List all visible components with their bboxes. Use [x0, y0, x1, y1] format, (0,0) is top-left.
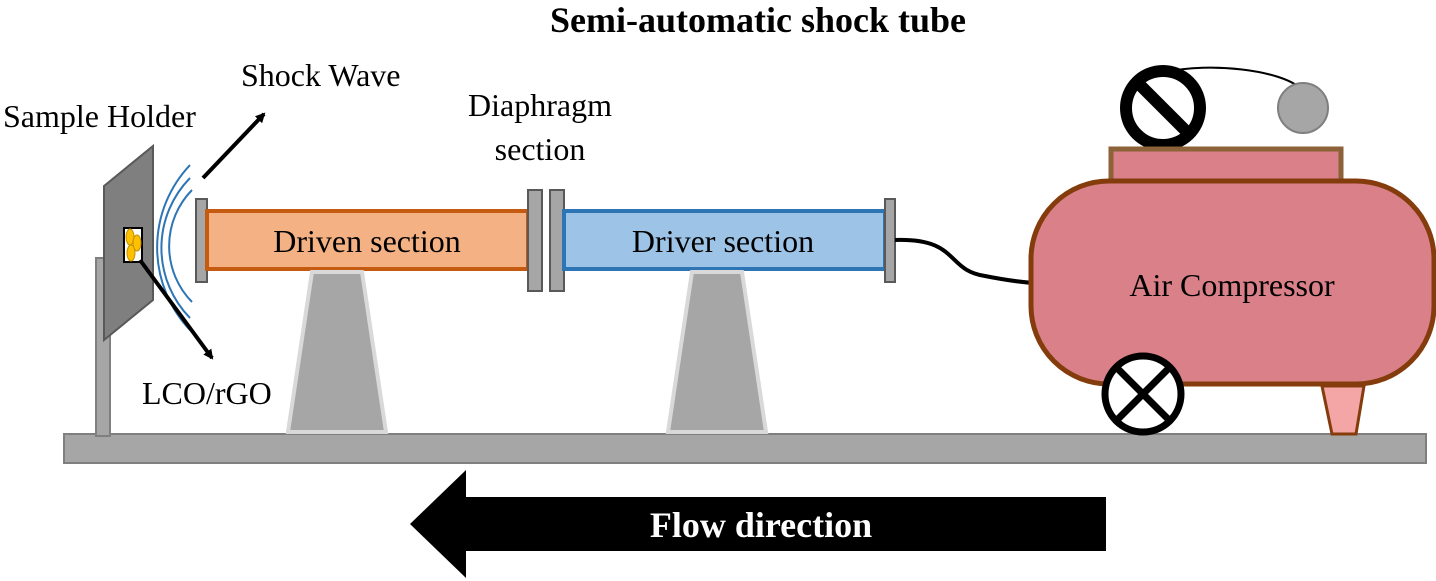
- label-shock-wave: Shock Wave: [241, 57, 400, 93]
- label-sample: LCO/rGO: [142, 375, 272, 411]
- compressor-tank: [1028, 178, 1436, 387]
- driven-section-label: Driven section: [273, 223, 461, 259]
- driver-section: [562, 209, 887, 271]
- shock-wave-arrow: [201, 112, 266, 180]
- sample-arrow: [138, 258, 214, 360]
- stand-right: [665, 270, 769, 434]
- compressor-top-block: [1108, 146, 1344, 186]
- driven-section: [205, 209, 530, 271]
- pressure-gauge-needle: [1134, 79, 1192, 137]
- stand-left: [285, 270, 389, 434]
- label-diaphragm-line1: Diaphragm: [468, 87, 612, 123]
- air-compressor-label: Air Compressor: [1129, 267, 1335, 303]
- compressor-foot: [1320, 384, 1366, 436]
- sample-particle: [132, 234, 142, 252]
- compressor-wheel-icon: [1101, 352, 1185, 436]
- diagram-title: Semi-automatic shock tube: [550, 0, 966, 40]
- diaphragm-flange-right: [549, 189, 565, 292]
- driver-section-label: Driver section: [632, 223, 814, 259]
- sample-holder: [95, 143, 154, 437]
- air-compressor: Air Compressor: [1028, 65, 1436, 436]
- label-diaphragm-line2: section: [495, 131, 586, 167]
- diaphragm-flange-left: [527, 189, 543, 292]
- air-hose: [894, 237, 1035, 285]
- base-platform: [63, 433, 1427, 464]
- flow-direction-label: Flow direction: [650, 505, 872, 545]
- valve-knob-icon: [1277, 82, 1329, 134]
- sample-particle: [126, 244, 136, 262]
- driver-end-flange: [884, 198, 896, 283]
- flow-direction-arrow: [410, 470, 1106, 578]
- label-sample-holder: Sample Holder: [3, 98, 196, 134]
